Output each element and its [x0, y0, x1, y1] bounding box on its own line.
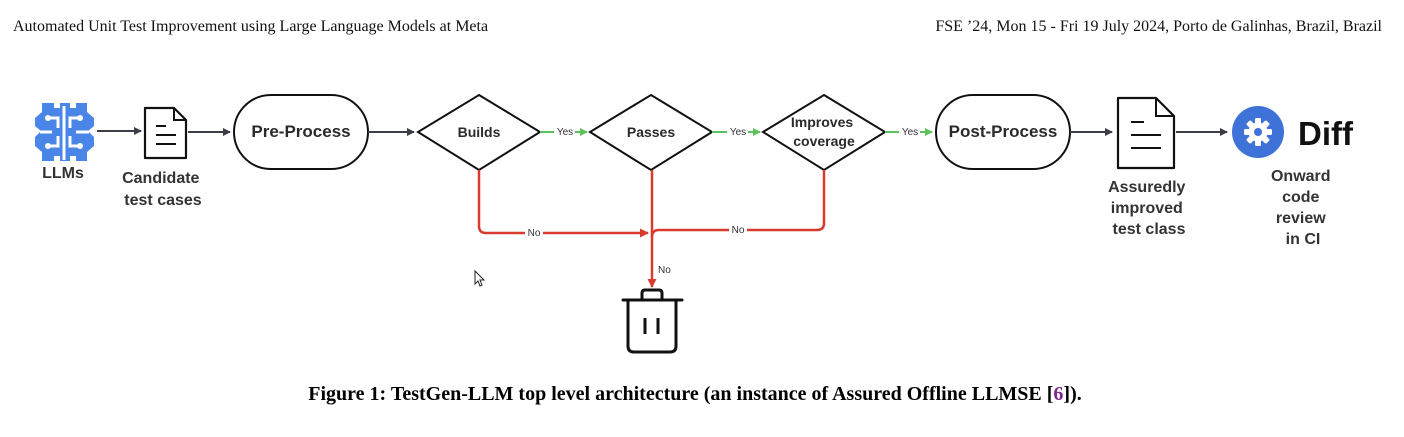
passes-no-label: No [658, 265, 671, 276]
brain-network-icon [35, 103, 94, 161]
mouse-pointer-icon [474, 269, 486, 287]
builds-yes-label: Yes [557, 127, 573, 138]
edge-label-bg [525, 227, 543, 238]
edge-builds-no [477, 170, 649, 238]
document-icon [1116, 96, 1176, 170]
builds-no-label: No [528, 228, 541, 239]
running-header-venue: FSE ’24, Mon 15 - Fri 19 July 2024, Port… [935, 18, 1382, 35]
builds-label: Builds [458, 124, 501, 140]
improves-coverage-label: Improves coverage [791, 114, 857, 149]
passes-label: Passes [627, 124, 675, 140]
document-icon [143, 106, 188, 160]
trash-can-icon [621, 288, 684, 354]
postprocess-label: Post-Process [949, 122, 1058, 141]
onward-review-label: Onward code review in CI [1271, 168, 1335, 248]
improves-no-label: No [732, 225, 745, 236]
improves-yes-label: Yes [902, 127, 918, 138]
edge-label-bg [554, 126, 575, 137]
edge-label-bg [899, 126, 920, 137]
edge-label-bg [727, 126, 748, 137]
citation-ref[interactable]: 6 [1053, 383, 1064, 405]
gear-icon [1232, 106, 1284, 158]
figure-caption: Figure 1: TestGen-LLM top level architec… [308, 383, 1082, 405]
candidate-label: Candidate test cases [122, 170, 204, 209]
passes-yes-label: Yes [730, 127, 746, 138]
preprocess-label: Pre-Process [251, 122, 350, 141]
running-header-title: Automated Unit Test Improvement using La… [13, 18, 489, 35]
assuredly-improved-label: Assuredly improved test class [1108, 179, 1190, 238]
edge-label-bg [729, 224, 747, 235]
llms-label: LLMs [42, 165, 84, 182]
diff-logo-text: Diff [1298, 115, 1354, 152]
